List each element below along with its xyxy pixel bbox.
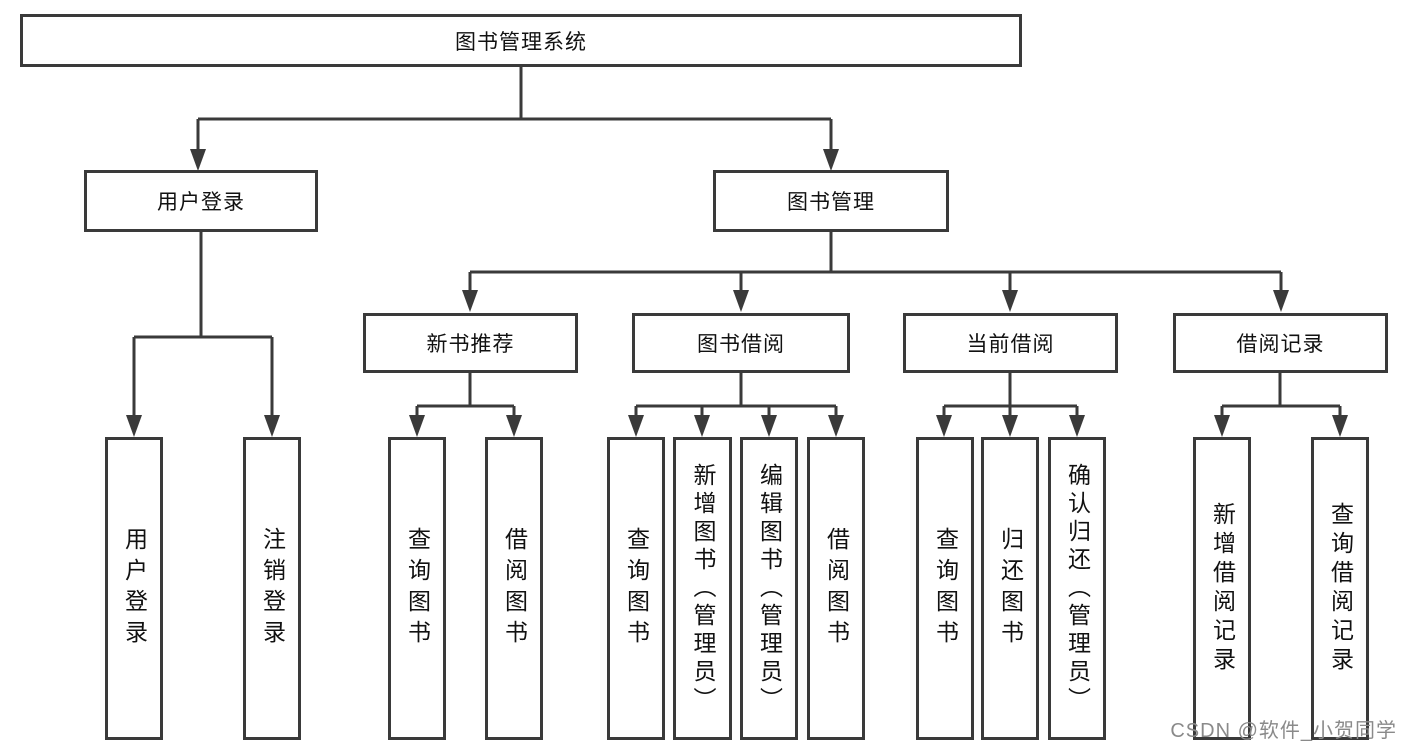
leaf-borrow-query-book: 查询图书 <box>607 437 665 740</box>
leaf-current-query-book: 查询图书 <box>916 437 974 740</box>
arrow-down-icon <box>694 415 710 437</box>
arrow-down-icon <box>506 415 522 437</box>
node-root-system: 图书管理系统 <box>20 14 1022 67</box>
arrow-down-icon <box>733 290 749 312</box>
arrow-down-icon <box>936 415 952 437</box>
arrow-down-icon <box>1273 290 1289 312</box>
arrow-down-icon <box>628 415 644 437</box>
connector-path <box>132 67 1342 417</box>
arrow-down-icon <box>1214 415 1230 437</box>
node-new-book-recommend: 新书推荐 <box>363 313 578 373</box>
arrow-down-icon <box>761 415 777 437</box>
leaf-borrow-edit-book-admin: 编辑图书（管理员） <box>740 437 798 740</box>
arrow-down-icon <box>126 415 142 437</box>
leaf-current-return-book: 归还图书 <box>981 437 1039 740</box>
node-book-management: 图书管理 <box>713 170 949 232</box>
leaf-borrow-add-book-admin: 新增图书（管理员） <box>673 437 732 740</box>
leaf-recommend-query-book: 查询图书 <box>388 437 446 740</box>
arrow-down-icon <box>1332 415 1348 437</box>
arrow-down-icon <box>409 415 425 437</box>
csdn-watermark: CSDN @软件_小贺同学 <box>1170 720 1397 742</box>
node-current-borrow: 当前借阅 <box>903 313 1118 373</box>
arrow-down-icon <box>190 149 206 171</box>
arrow-down-icon <box>264 415 280 437</box>
arrow-down-icon <box>1069 415 1085 437</box>
leaf-current-confirm-return-admin: 确认归还（管理员） <box>1048 437 1106 740</box>
node-book-borrow: 图书借阅 <box>632 313 850 373</box>
leaf-logout: 注销登录 <box>243 437 301 740</box>
node-borrow-record: 借阅记录 <box>1173 313 1388 373</box>
arrow-down-icon <box>462 290 478 312</box>
leaf-record-add-borrow-record: 新增借阅记录 <box>1193 437 1251 740</box>
node-user-login: 用户登录 <box>84 170 318 232</box>
arrow-down-icon <box>823 149 839 171</box>
leaf-record-query-borrow-record: 查询借阅记录 <box>1311 437 1369 740</box>
leaf-recommend-borrow-book: 借阅图书 <box>485 437 543 740</box>
arrow-down-icon <box>1002 290 1018 312</box>
leaf-borrow-borrow-book: 借阅图书 <box>807 437 865 740</box>
leaf-user-login: 用户登录 <box>105 437 163 740</box>
arrow-down-icon <box>828 415 844 437</box>
arrow-down-icon <box>1002 415 1018 437</box>
